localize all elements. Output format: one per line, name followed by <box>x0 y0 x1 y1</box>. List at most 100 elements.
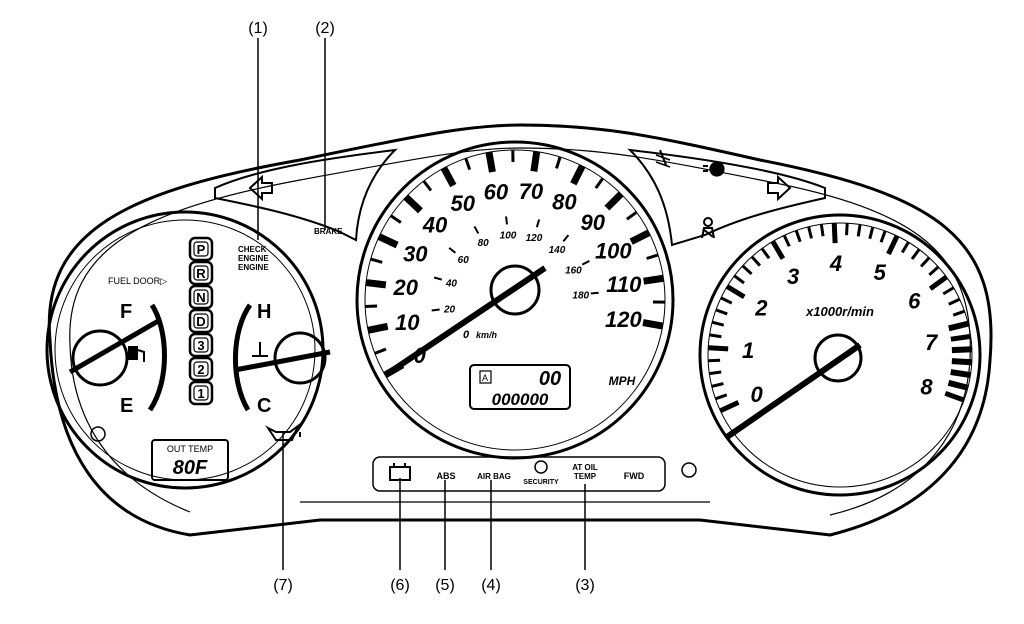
tach-tick <box>886 234 900 256</box>
speedometer-needle <box>391 265 547 373</box>
mph-tick-label: 120 <box>605 307 642 332</box>
tach-tick <box>856 224 862 237</box>
mph-minor-tick <box>594 177 605 189</box>
gear-box-inner <box>193 289 209 305</box>
gear-box-inner <box>193 337 209 353</box>
kmh-tick <box>448 247 457 254</box>
tachometer-hub <box>813 333 863 383</box>
mph-minor-tick <box>390 214 402 224</box>
mph-minor-tick <box>646 253 659 260</box>
tach-tick <box>711 382 724 388</box>
tach-tick-label: 3 <box>787 264 799 289</box>
cluster-housing <box>47 123 993 537</box>
right-indicator-panel <box>627 148 826 247</box>
kmh-tick <box>473 225 480 234</box>
mph-major-tick <box>604 191 624 211</box>
fwd-label: FWD <box>624 471 645 481</box>
tach-tick <box>708 345 729 352</box>
callout-label-7: (7) <box>273 577 293 594</box>
mph-major-tick <box>365 279 387 289</box>
mph-minor-tick <box>555 156 562 169</box>
fuel-pump-icon <box>128 346 145 362</box>
gear-box <box>188 284 214 310</box>
tach-tick <box>711 320 725 327</box>
mph-tick-label: 100 <box>595 239 632 264</box>
mph-tick-label: 50 <box>451 191 476 216</box>
temp-hot-label: H <box>257 301 271 323</box>
left-turn-arrow-icon <box>248 174 273 202</box>
temp-cold-label: C <box>257 395 271 417</box>
callout-label-5: (5) <box>435 577 455 594</box>
mph-major-tick <box>642 319 664 330</box>
mph-major-tick <box>440 166 457 188</box>
gear-box <box>188 332 214 358</box>
tach-tick <box>919 256 931 268</box>
mph-minor-tick <box>626 210 638 221</box>
mph-major-tick <box>629 229 651 245</box>
seatbelt-icon <box>701 217 715 239</box>
gear-label: D <box>196 314 205 329</box>
tach-tick <box>725 284 746 300</box>
tach-tick <box>831 223 838 244</box>
kmh-tick-label: 20 <box>443 304 456 315</box>
tach-tick-label: 5 <box>874 260 887 285</box>
tach-tick <box>760 247 771 260</box>
gear-box-inner <box>193 313 209 329</box>
gear-box <box>188 236 214 262</box>
tach-tick <box>715 308 728 316</box>
tach-tick <box>948 297 961 306</box>
mph-minor-tick <box>365 304 378 309</box>
mph-minor-tick <box>370 257 383 264</box>
mph-major-tick <box>643 274 664 285</box>
tach-tick-label: 8 <box>920 374 933 399</box>
mph-tick-label: 70 <box>519 179 544 204</box>
security-light-icon <box>534 460 548 474</box>
tach-tick-label: 2 <box>754 295 768 320</box>
tach-tick-label: 6 <box>908 289 921 314</box>
airbag-label: AIR BAG <box>477 472 511 481</box>
gear-label: 3 <box>197 338 204 353</box>
gear-box-inner <box>193 241 209 257</box>
callout-label-6: (6) <box>390 577 410 594</box>
callout-label-1: (1) <box>248 20 268 37</box>
tach-tick <box>952 309 966 317</box>
fuel-empty-label: E <box>120 395 133 417</box>
left-indicator-panel <box>214 148 398 242</box>
tach-tick <box>950 369 971 379</box>
fuel-door-label: FUEL DOOR▷ <box>108 276 167 286</box>
tach-tick <box>709 370 722 376</box>
mph-major-tick <box>485 151 496 173</box>
temp-needle <box>234 349 331 373</box>
mph-major-tick <box>377 233 399 249</box>
tach-tick <box>720 296 733 305</box>
warning-light-strip <box>372 456 666 492</box>
kmh-tick-label: 60 <box>458 255 470 266</box>
tach-tick <box>770 240 786 260</box>
callout-label-3: (3) <box>575 577 595 594</box>
fuel-full-label: F <box>120 301 132 323</box>
mph-minor-tick <box>374 347 387 355</box>
speedometer-hub <box>489 264 541 316</box>
tach-tick <box>719 400 740 414</box>
mph-major-tick <box>570 164 586 186</box>
odometer-display <box>469 364 571 410</box>
gear-label: P <box>197 242 206 257</box>
callout-label-4: (4) <box>481 577 501 594</box>
gear-label: 2 <box>197 362 204 377</box>
tach-tick <box>741 264 753 276</box>
tachometer-needle <box>725 342 862 440</box>
brake-label: BRAKE <box>314 227 343 236</box>
mph-minor-tick <box>422 180 433 192</box>
kmh-tick-label: 160 <box>565 265 582 276</box>
tach-tick <box>750 255 762 267</box>
battery-icon <box>389 463 411 481</box>
mph-tick-label: 20 <box>393 275 419 300</box>
mph-tick-label: 90 <box>581 210 606 235</box>
mph-tick-label: 110 <box>606 272 642 297</box>
tach-tick <box>819 224 825 237</box>
mph-minor-tick <box>464 157 472 171</box>
kmh-zero-label: 0 <box>463 329 470 341</box>
odo-mode-box <box>479 370 492 384</box>
